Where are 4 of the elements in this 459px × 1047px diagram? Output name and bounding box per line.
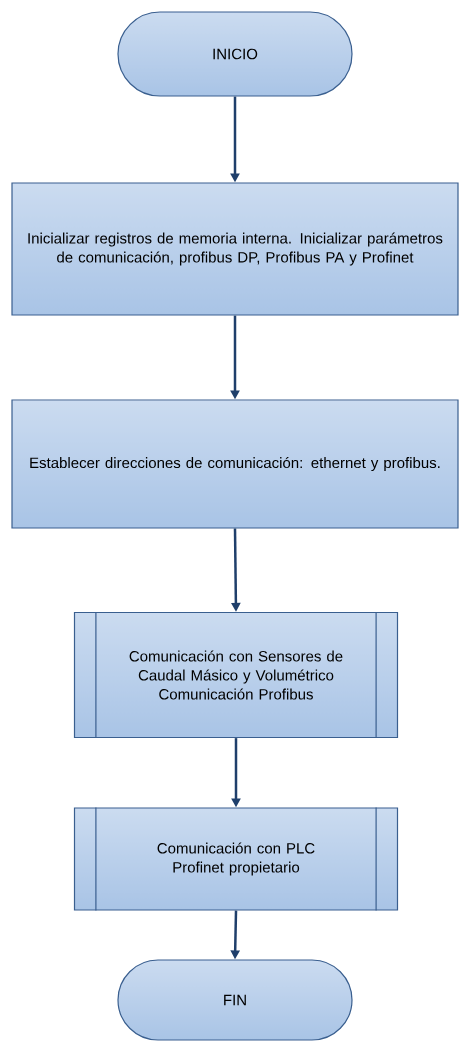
subprocess-box: Comunicación con Sensores de Caudal Másico y Volumétrico Comunicación Profibus xyxy=(73,611,399,739)
process-box: Inicializar registros de memoria interna. Inicializar parámetros de comunicación, profibus DP, Profibus PA y Profinet xyxy=(11,182,459,316)
process-box: Establecer direcciones de comunicación: ethernet y profibus. xyxy=(11,399,459,529)
subprocess-box: Comunicación con PLC Profinet propietario xyxy=(73,806,399,912)
